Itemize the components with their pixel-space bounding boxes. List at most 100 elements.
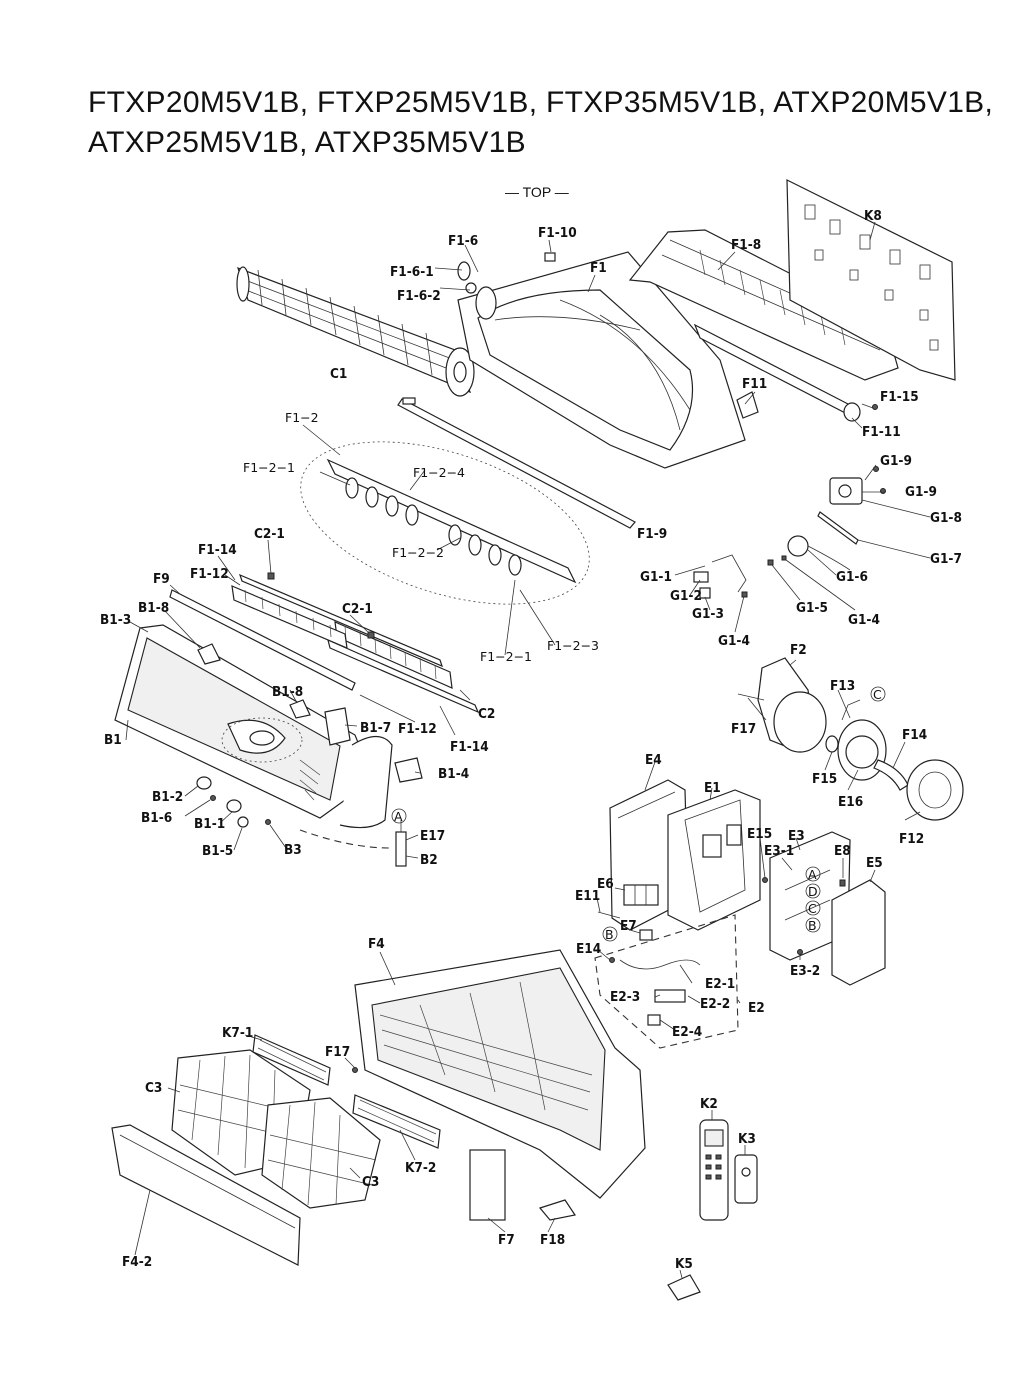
part-k5 [667,1274,701,1301]
cross-flow-fan-c1 [236,266,475,397]
label-g1-4-right: G1-4 [848,612,880,628]
louver-c2 [327,621,480,714]
air-filter-c3-right [261,1097,381,1209]
drain-hose-f1-11 [693,323,878,422]
label-g1-9-bottom: G1-9 [905,484,937,500]
pcb-e3 [769,831,851,961]
part-f18 [538,1199,576,1221]
label-f17-body: F17 [325,1044,350,1060]
label-k5: K5 [675,1256,693,1272]
indoor-unit-body-f4 [354,949,646,1221]
label-f4-2: F4-2 [122,1254,152,1270]
label-f4: F4 [368,936,385,952]
leader-lines [125,221,931,1279]
part-e8 [839,879,846,887]
clip-f11 [736,391,759,419]
knob-b1-1 [226,799,242,813]
filter-k7-2 [352,1094,441,1149]
label-c3-right: C3 [362,1174,379,1190]
motor-bracket-f2 [757,657,827,753]
top-orientation-label: — TOP — [505,184,569,200]
label-f1-11: F1-11 [862,424,901,440]
label-e4: E4 [645,752,662,768]
clamp-f14 [873,759,909,791]
label-f1-14-left: F1-14 [198,542,237,558]
c2-1-clip-b [367,631,375,639]
louver-assembly-f1-2 [326,458,577,584]
cover-e5 [831,879,886,986]
label-g1-4-left: G1-4 [718,633,750,649]
label-b1-8-bottom: B1-8 [272,684,303,700]
label-g1-1: G1-1 [640,569,672,585]
label-f1-2-1-top: F1−2−1 [243,460,295,475]
label-b1-7: B1-7 [360,720,391,736]
label-f7: F7 [498,1232,515,1248]
connector-markers: C B A A D C B [391,686,886,942]
connector-c-pcb: C [808,901,817,916]
screw-b1-6 [210,795,216,801]
label-f1-6-2: F1-6-2 [397,288,441,304]
label-f14: F14 [902,727,927,743]
remote-holder-k3 [734,1154,758,1204]
label-e3: E3 [788,828,805,844]
label-f1-8: F1-8 [731,237,761,253]
mounting-plate-k8 [786,179,956,381]
label-f1-2-3: F1−2−3 [547,638,599,653]
label-c3-left: C3 [145,1080,162,1096]
link-g1-7 [817,511,859,545]
remote-controller-k2 [699,1119,729,1221]
label-g1-8: G1-8 [930,510,962,526]
fan-e16 [845,735,879,769]
lens-b1-4 [394,757,423,783]
label-b1-4: B1-4 [438,766,469,782]
label-k8: K8 [864,208,882,224]
label-f1-2-4: F1−2−4 [413,465,465,480]
label-f1-2-2: F1−2−2 [392,545,444,560]
label-b1-8-top: B1-8 [138,600,169,616]
bearing-f15 [825,735,839,753]
connector-a-pcb: A [808,867,817,882]
label-c2: C2 [478,706,495,722]
connector-c-motor: C [873,687,882,702]
label-e2-1: E2-1 [705,976,735,992]
label-e15: E15 [747,826,772,842]
label-e3-2: E3-2 [790,963,820,979]
label-k7-1: K7-1 [222,1025,253,1041]
label-e3-1: E3-1 [764,843,794,859]
casing-f1 [457,251,746,469]
screw-e14 [609,957,615,963]
label-e7: E7 [620,918,637,934]
label-c2-1-right: C2-1 [342,601,373,617]
label-g1-3: G1-3 [692,606,724,622]
label-b2: B2 [420,852,438,868]
label-e6: E6 [597,876,614,892]
label-f18: F18 [540,1232,565,1248]
group-e2-outline [594,914,739,1049]
part-b1-8-b [289,699,311,719]
label-g1-5: G1-5 [796,600,828,616]
label-e1: E1 [704,780,721,796]
label-f1-15: F1-15 [880,389,919,405]
label-f17-motor: F17 [731,721,756,737]
part-labels: K8 F1-10 F1-6 F1-6-1 F1-6-2 F1 F1-8 C1 F… [100,208,962,1272]
label-e2: E2 [748,1000,765,1016]
label-f1-12-left: F1-12 [190,566,229,582]
label-e8: E8 [834,843,851,859]
screw-e15 [762,877,768,883]
label-b1: B1 [104,732,122,748]
connector-b-box: B [605,927,614,942]
screw-f17 [352,1067,358,1073]
label-e14: E14 [576,941,601,957]
label-e2-2: E2-2 [700,996,730,1012]
label-k2: K2 [700,1096,718,1112]
label-e17: E17 [420,828,445,844]
label-f12: F12 [899,831,924,847]
label-e11: E11 [575,888,600,904]
label-e2-3: E2-3 [610,989,640,1005]
label-b1-6: B1-6 [141,810,172,826]
label-k3: K3 [738,1131,756,1147]
filter-k7-1 [252,1034,331,1086]
sensor-b2 [395,820,407,867]
part-e7 [639,929,653,941]
link-parts-g1 [693,554,787,599]
